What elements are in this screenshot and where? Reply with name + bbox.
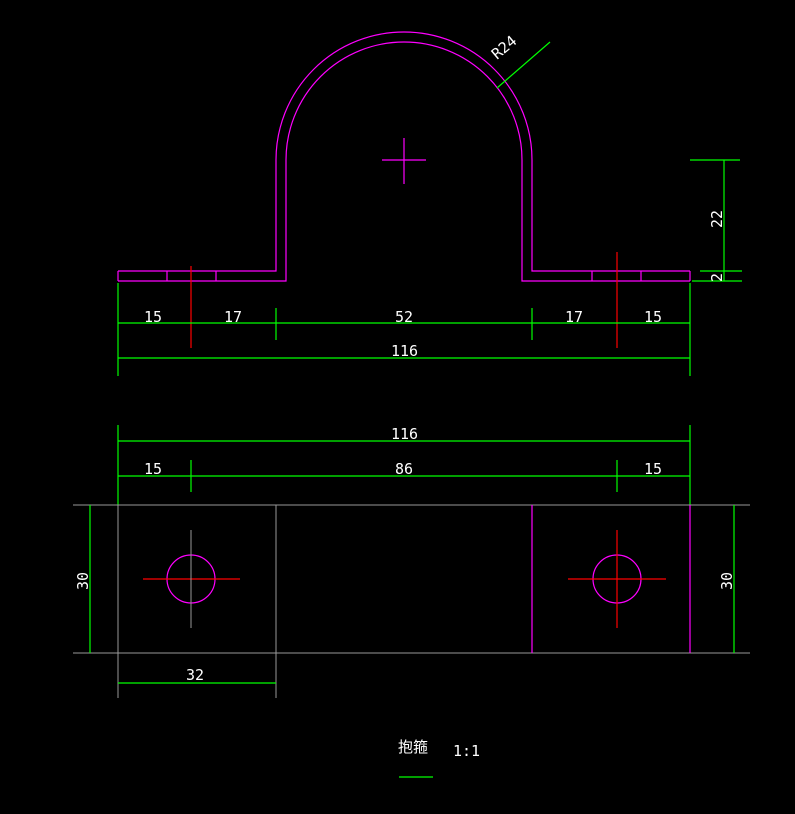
dimension-chain (117, 159, 742, 376)
bolt-hole-right (568, 530, 666, 628)
dim-22: 22 (708, 210, 726, 228)
dim-86: 86 (395, 460, 413, 478)
dim-30-right: 30 (718, 572, 736, 590)
drawing-scale: 1:1 (453, 742, 480, 760)
dim-15-top-left: 15 (144, 460, 162, 478)
dim-2: 2 (708, 273, 726, 282)
drawing-title: 抱箍 (398, 738, 428, 756)
dim-32: 32 (186, 666, 204, 684)
dim-52: 52 (395, 308, 413, 326)
radius-leader (496, 41, 551, 89)
clamp-inner-profile (118, 41, 690, 282)
dim-116-front: 116 (391, 342, 418, 360)
dim-15-top-right: 15 (644, 460, 662, 478)
dim-116-top: 116 (391, 425, 418, 443)
radius-label: R24 (488, 32, 520, 63)
top-view: 116 15 86 15 30 30 32 (73, 425, 750, 698)
clamp-outer-profile (118, 31, 690, 272)
arch-center-mark (382, 138, 426, 184)
dim-15-right: 15 (644, 308, 662, 326)
bolt-hole-left (143, 530, 240, 628)
dim-17-right: 17 (565, 308, 583, 326)
dim-17-left: 17 (224, 308, 242, 326)
dim-30-left: 30 (74, 572, 92, 590)
front-view: R24 15 17 52 17 15 116 22 2 (117, 31, 742, 376)
dim-15-left: 15 (144, 308, 162, 326)
